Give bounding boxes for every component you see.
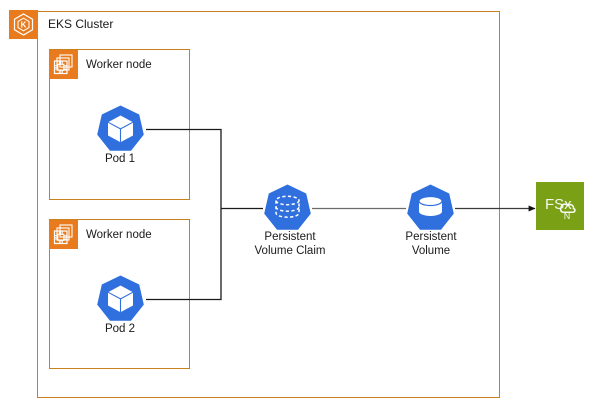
eks-cluster-boundary	[37, 11, 500, 398]
kubernetes-pod-icon-2	[95, 273, 146, 324]
persistent-volume-claim-icon	[262, 182, 313, 233]
worker-node-icon	[49, 220, 78, 249]
worker-node-boundary-1	[49, 49, 190, 200]
kubernetes-pod-icon-1	[95, 103, 146, 154]
pod-2-label: Pod 2	[104, 323, 136, 335]
persistent-volume-icon	[405, 182, 456, 233]
worker-node-label-1: Worker node	[86, 59, 152, 71]
amazon-fsx-netapp-ontap-icon: FSx N	[536, 182, 584, 230]
pv-label-line1: Persistent	[405, 231, 457, 243]
svg-text:K: K	[21, 21, 27, 30]
svg-text:FSx: FSx	[545, 196, 572, 213]
eks-cluster-label: EKS Cluster	[48, 17, 114, 31]
pvc-label-line1: Persistent	[264, 231, 316, 243]
pvc-label-line2: Volume Claim	[254, 245, 326, 257]
svg-text:N: N	[564, 211, 571, 221]
worker-node-icon	[49, 50, 78, 79]
pv-label-line2: Volume	[411, 245, 451, 257]
worker-node-label-2: Worker node	[86, 229, 152, 241]
eks-cluster-icon: K	[9, 10, 38, 39]
pod-1-label: Pod 1	[104, 153, 136, 165]
